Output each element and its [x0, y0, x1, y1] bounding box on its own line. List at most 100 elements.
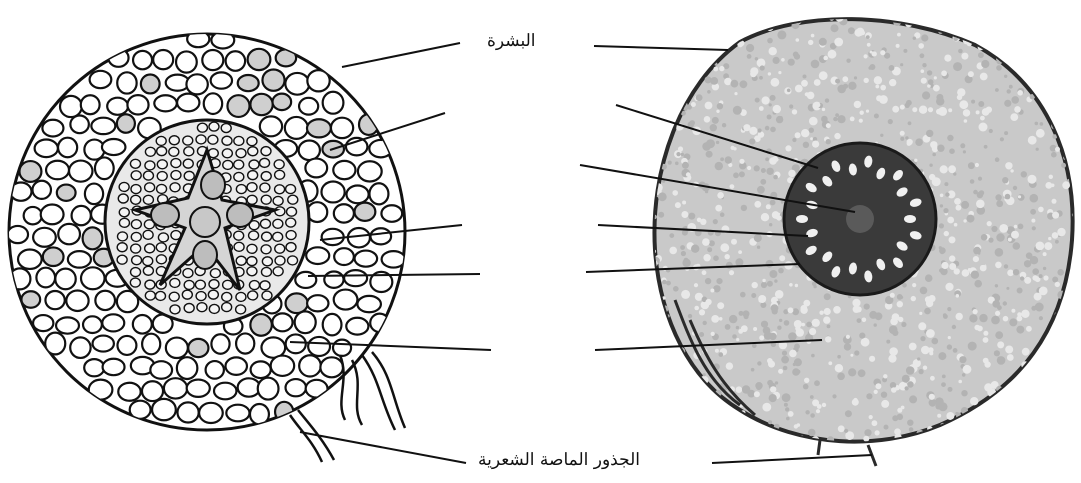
- micro-cell: [854, 350, 859, 355]
- micro-cell: [795, 132, 801, 138]
- micro-cell: [962, 269, 970, 277]
- micro-cell: [1043, 275, 1048, 280]
- xylem-vessel-top: [201, 171, 225, 199]
- micro-cell: [771, 14, 778, 21]
- stele-cell: [249, 160, 259, 169]
- micro-cell: [733, 147, 736, 150]
- micro-cell: [736, 326, 739, 329]
- micro-cell: [702, 45, 709, 52]
- micro-cell: [988, 238, 993, 243]
- micro-cell: [727, 407, 732, 412]
- micro-cell: [655, 56, 663, 64]
- micro-cell: [1004, 399, 1009, 404]
- micro-cell: [827, 449, 832, 454]
- stele-cell: [143, 257, 153, 266]
- micro-cell: [1041, 439, 1047, 445]
- micro-cell: [1076, 327, 1081, 332]
- micro-cell: [963, 219, 966, 222]
- micro-cell: [657, 368, 666, 377]
- micro-cell: [782, 351, 787, 356]
- stele-cell: [234, 242, 244, 251]
- micro-cell: [1000, 414, 1003, 417]
- micro-cell: [995, 15, 1004, 24]
- micro-cell: [725, 156, 732, 163]
- stele-cell: [132, 256, 142, 265]
- micro-cell: [683, 16, 689, 22]
- cortex-cell: [83, 227, 103, 249]
- micro-cell: [904, 450, 909, 455]
- micro-cell: [655, 14, 660, 19]
- cortex-cell: [93, 336, 114, 352]
- micro-cell: [716, 141, 719, 144]
- cortex-cell: [323, 314, 342, 336]
- cortex-cell: [127, 95, 148, 114]
- micro-cell: [1024, 377, 1033, 386]
- micro-cell: [853, 306, 860, 313]
- micro-cell: [897, 33, 901, 37]
- micro-cell: [928, 107, 933, 112]
- micro-cell: [1044, 242, 1052, 250]
- micro-cell: [805, 410, 809, 414]
- micro-cell: [702, 238, 710, 246]
- micro-cell: [1009, 33, 1014, 38]
- micro-cell: [994, 22, 1003, 31]
- micro-cell: [767, 115, 772, 120]
- micro-cell: [755, 382, 762, 389]
- micro-cell: [1077, 98, 1081, 102]
- micro-cell: [1005, 194, 1011, 200]
- cortex-cell: [333, 161, 355, 179]
- micro-cell: [819, 38, 827, 46]
- micro-cell: [980, 116, 985, 121]
- cortex-cell: [176, 51, 197, 72]
- micro-cell: [806, 322, 812, 328]
- micro-cell: [1072, 418, 1078, 424]
- micro-cell: [1057, 269, 1064, 276]
- micro-cell: [889, 65, 895, 71]
- micro-cell: [688, 213, 695, 220]
- micro-cell: [1024, 260, 1031, 267]
- micro-cell: [837, 373, 845, 381]
- cortex-cell: [153, 50, 173, 69]
- micro-cell: [702, 270, 707, 275]
- micro-cell: [658, 87, 662, 91]
- stele-cell: [184, 280, 194, 289]
- stele-cell: [248, 171, 258, 180]
- micro-cell: [797, 423, 801, 427]
- cortex-cell: [225, 357, 246, 374]
- micro-cell: [1057, 21, 1065, 29]
- stele-cell: [222, 303, 232, 312]
- micro-cell: [941, 262, 948, 269]
- stele-cell: [287, 207, 297, 216]
- micro-cell: [945, 192, 949, 196]
- micro-cell: [939, 247, 946, 254]
- micro-cell: [823, 316, 830, 323]
- stele-cell: [170, 305, 180, 314]
- micro-cell: [736, 338, 739, 341]
- micro-cell: [729, 270, 734, 275]
- micro-cell: [939, 268, 943, 272]
- stele-cell: [130, 278, 140, 287]
- micro-cell: [691, 102, 696, 107]
- micro-cell: [1026, 7, 1033, 14]
- micro-cell: [925, 443, 928, 446]
- micro-cell: [983, 358, 989, 364]
- micro-cell: [1071, 421, 1078, 428]
- micro-cell: [770, 95, 776, 101]
- micro-cell: [788, 59, 795, 66]
- micro-cell: [993, 407, 1002, 416]
- micro-cell: [919, 369, 924, 374]
- micro-cell: [1063, 126, 1066, 129]
- micro-cell: [961, 201, 969, 209]
- stele-cell: [247, 267, 257, 276]
- micro-cell: [1037, 391, 1045, 399]
- micro-cell: [786, 446, 790, 450]
- stele-cell: [158, 233, 168, 242]
- cortex-cell: [346, 318, 368, 335]
- micro-cell: [822, 403, 826, 407]
- micro-cell: [770, 127, 776, 133]
- micro-cell: [1030, 449, 1038, 457]
- micro-cell: [1009, 85, 1013, 89]
- micro-cell: [744, 314, 749, 319]
- micro-cell: [654, 162, 658, 166]
- stele-cell: [209, 280, 219, 289]
